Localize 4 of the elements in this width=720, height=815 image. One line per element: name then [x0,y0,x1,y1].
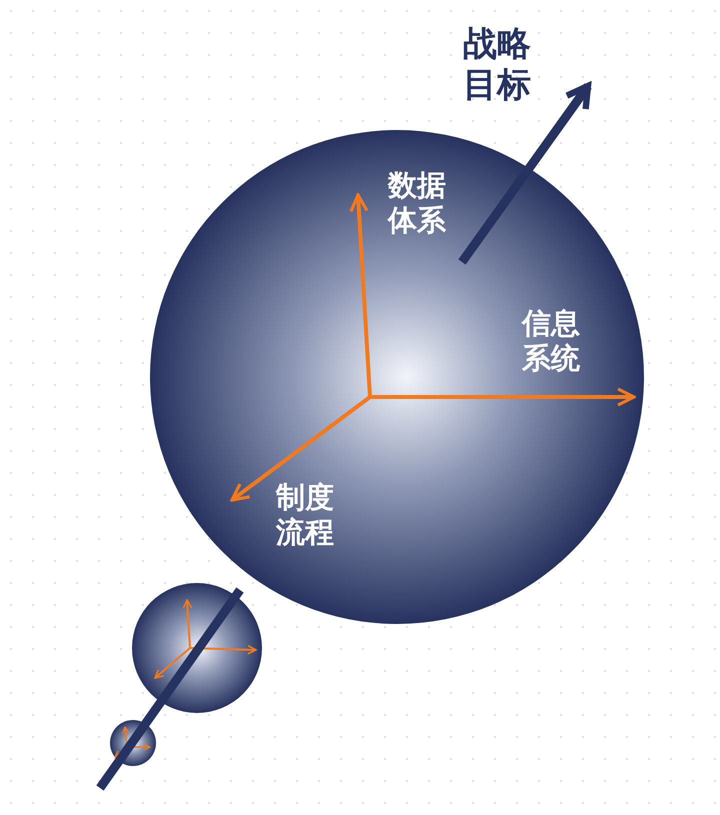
axis-label: 制度流程 [276,480,335,550]
axis-label: 战略目标 [463,24,532,106]
axis-label: 信息系统 [522,306,581,376]
axis-label: 数据体系 [388,168,447,238]
